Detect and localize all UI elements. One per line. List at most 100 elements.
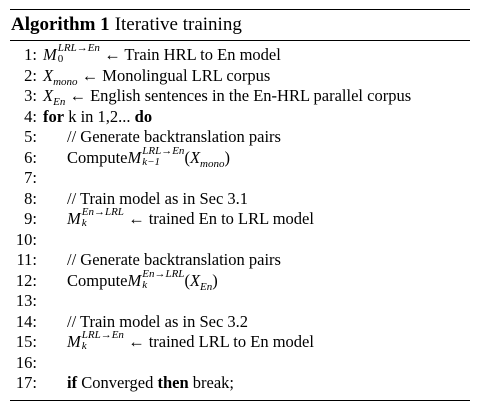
line-text: break; — [192, 373, 234, 392]
assign-arrow: ← — [128, 209, 145, 228]
assign-arrow: ← — [81, 65, 99, 85]
comment-text: // Train model as in Sec 3.2 — [67, 311, 249, 331]
line-number: 16: — [15, 352, 37, 372]
line-text: trained En to LRL model — [148, 209, 314, 228]
function-name: Compute — [67, 147, 128, 167]
function-name: Compute — [67, 270, 128, 290]
line-number: 3: — [24, 86, 37, 105]
math-sub: 0 — [57, 53, 64, 66]
algorithm-line: 3: XEn ← English sentences in the En-HRL… — [10, 86, 470, 108]
math-sub: mono — [53, 75, 78, 88]
line-number: 1: — [24, 45, 37, 64]
math-var: M — [43, 45, 57, 64]
math-sup: LRL→En — [142, 144, 185, 157]
line-content: XEn ← English sentences in the En-HRL pa… — [43, 86, 412, 108]
line-number: 12: — [15, 270, 37, 290]
algorithm-line: 2: Xmono ← Monolingual LRL corpus — [10, 65, 470, 88]
line-number: 8: — [24, 188, 37, 208]
comment-text: // Train model as in Sec 3.1 — [67, 188, 249, 208]
line-number: 6: — [24, 147, 37, 167]
line-content: Xmono ← Monolingual LRL corpus — [43, 65, 271, 88]
line-number: 13: — [15, 291, 37, 310]
line-number: 14: — [15, 311, 37, 331]
line-number: 9: — [24, 209, 37, 228]
line-content: for k in 1,2... do — [43, 107, 152, 128]
line-number: 15: — [15, 332, 37, 351]
line-number: 4: — [24, 106, 37, 126]
math-sub: k−1 — [142, 155, 161, 168]
math-var: X — [43, 65, 54, 85]
keyword-if: if — [67, 373, 78, 392]
math-arg-var: X — [189, 147, 201, 167]
line-number: 5: — [24, 127, 37, 146]
assign-arrow: ← — [104, 45, 121, 64]
math-var: M — [67, 209, 81, 228]
line-number: 17: — [15, 373, 37, 392]
algorithm-line: 14: // Train model as in Sec 3.2 — [10, 312, 470, 333]
algorithm-line: 8: // Train model as in Sec 3.1 — [10, 189, 470, 210]
keyword-then: then — [157, 373, 189, 392]
assign-arrow: ← — [69, 86, 86, 105]
math-sub: k — [142, 278, 148, 291]
math-sub: k — [81, 217, 87, 230]
algorithm-line: 7: — [10, 168, 470, 189]
math-sup: LRL→En — [57, 42, 100, 55]
line-text: English sentences in the En-HRL parallel… — [90, 86, 412, 105]
math-var: M — [67, 332, 81, 351]
math-sub: k — [81, 340, 87, 353]
algorithm-line: 4: for k in 1,2... do — [10, 107, 470, 128]
math-arg-var: X — [189, 270, 201, 290]
algorithm-line: 17: if Converged then break; — [10, 373, 470, 394]
math-var: M — [127, 147, 142, 167]
line-text: Monolingual LRL corpus — [102, 65, 271, 85]
line-number: 2: — [24, 65, 37, 85]
math-arg-sub: mono — [200, 157, 225, 170]
keyword-do: do — [134, 106, 153, 126]
comment-text: // Generate backtranslation pairs — [67, 250, 281, 269]
top-rule — [10, 9, 470, 10]
header-rule — [10, 40, 470, 41]
algorithm-line: 5: // Generate backtranslation pairs — [10, 127, 470, 148]
line-text: Train HRL to En model — [124, 45, 281, 64]
line-number: 11: — [16, 250, 37, 269]
math-sup: LRL→En — [81, 329, 124, 342]
algorithm-line: 11: // Generate backtranslation pairs — [10, 250, 470, 271]
assign-arrow: ← — [128, 332, 145, 351]
math-sub: En — [53, 96, 66, 108]
math-sup: En→LRL — [81, 206, 124, 219]
algorithm-line: 13: — [10, 291, 470, 312]
math-var: X — [43, 86, 54, 105]
algorithm-title: Iterative training — [114, 14, 242, 35]
algorithm-line: 16: — [10, 353, 470, 374]
line-text: k in 1,2... — [68, 106, 131, 126]
bottom-rule — [10, 399, 470, 401]
line-text: Converged — [81, 373, 154, 392]
algorithm-line: 10: — [10, 230, 470, 251]
math-var: M — [127, 270, 142, 290]
math-sup: En→LRL — [142, 267, 185, 280]
keyword-for: for — [43, 106, 65, 126]
line-number: 10: — [15, 229, 37, 249]
algorithm-label: Algorithm 1 — [11, 14, 110, 35]
comment-text: // Generate backtranslation pairs — [67, 127, 281, 146]
math-arg-sub: En — [200, 280, 213, 293]
line-content: if Converged then break; — [67, 373, 234, 394]
